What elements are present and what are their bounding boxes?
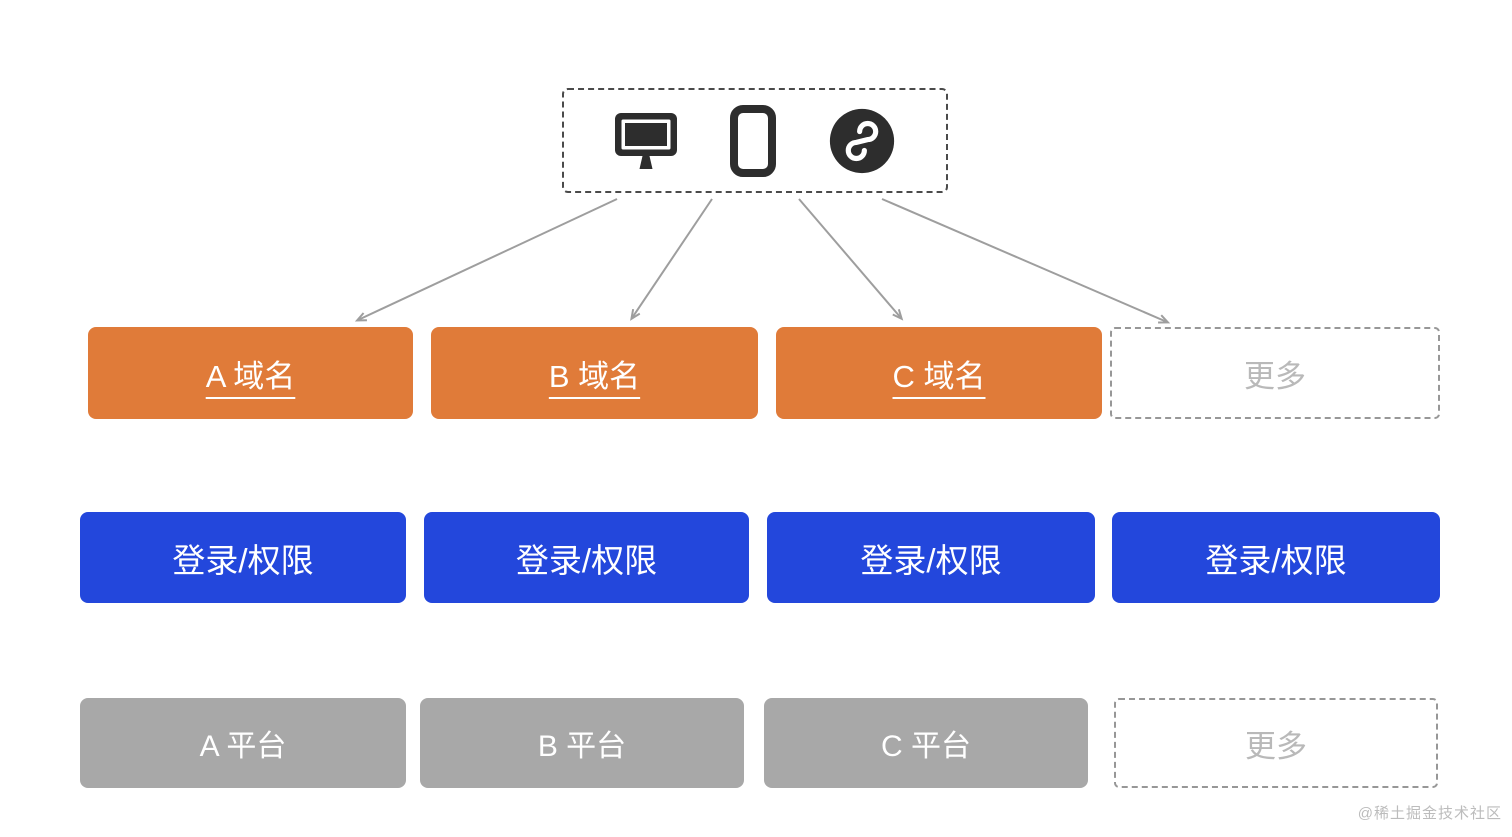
auth-box-3-label: 登录/权限: [860, 541, 1002, 579]
auth-box-1-label: 登录/权限: [172, 541, 314, 579]
auth-box-4: 登录/权限: [1112, 512, 1440, 603]
platform-box-b: B 平台: [420, 698, 744, 788]
platform-box-b-label: B 平台: [537, 730, 627, 763]
arrow-to-domain-b: [630, 198, 713, 321]
platform-box-more: 更多: [1114, 698, 1438, 788]
domain-box-c: C 域名: [776, 327, 1102, 419]
clients-panel: [562, 88, 948, 193]
platform-box-a: A 平台: [80, 698, 406, 788]
domain-box-more-label: 更多: [1244, 358, 1306, 394]
auth-box-3: 登录/权限: [767, 512, 1095, 603]
domain-box-more: 更多: [1110, 327, 1440, 419]
mobile-icon: [730, 104, 776, 177]
auth-box-1: 登录/权限: [80, 512, 406, 603]
platform-box-c: C 平台: [764, 698, 1088, 788]
domain-box-c-label: C 域名: [892, 358, 986, 394]
platform-box-a-label: A 平台: [199, 730, 287, 763]
auth-box-4-label: 登录/权限: [1205, 541, 1347, 579]
platform-box-more-label: 更多: [1245, 728, 1307, 764]
arrow-to-domain-c: [798, 198, 904, 321]
domain-box-a: A 域名: [88, 327, 413, 419]
desktop-icon: [615, 112, 677, 169]
auth-box-2: 登录/权限: [424, 512, 749, 603]
auth-box-2-label: 登录/权限: [515, 541, 658, 579]
domain-box-a-label: A 域名: [205, 358, 296, 394]
platform-box-c-label: C 平台: [881, 730, 971, 763]
arrow-to-domain-a: [354, 198, 618, 322]
domain-box-b: B 域名: [431, 327, 758, 419]
wechat-miniprogram-icon: [829, 108, 895, 173]
arrow-to-domain-more: [881, 198, 1171, 324]
watermark: @稀土掘金技术社区: [1357, 805, 1502, 822]
domain-box-b-label: B 域名: [548, 358, 641, 394]
